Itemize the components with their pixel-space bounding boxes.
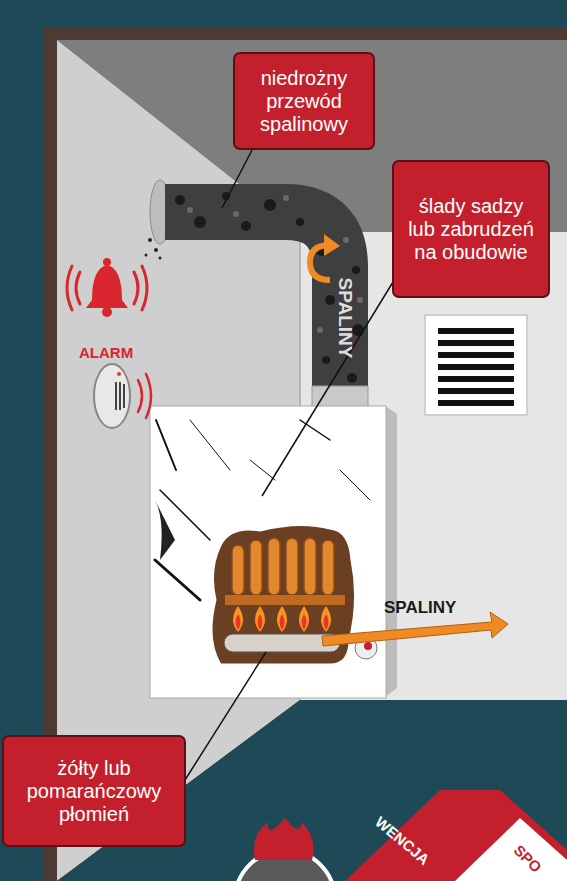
alarm-bell bbox=[86, 265, 128, 308]
alarm-waves bbox=[67, 266, 147, 310]
detector-waves bbox=[138, 374, 151, 418]
bell-clapper bbox=[102, 307, 112, 317]
callout-box: niedrożny przewód spalinowy bbox=[233, 52, 375, 150]
flow-arrow-head bbox=[324, 234, 340, 256]
flow-label: SPALINY bbox=[334, 278, 356, 359]
vent-grille bbox=[425, 315, 527, 415]
callout-text: ślady sadzy lub zabrudzeń na obudowie bbox=[404, 195, 538, 264]
callout-box: ślady sadzy lub zabrudzeń na obudowie bbox=[392, 160, 550, 298]
soot-patch bbox=[155, 500, 175, 560]
exchanger-base bbox=[225, 595, 345, 605]
boiler-casing bbox=[150, 406, 386, 698]
callout-content: niedrożny przewód spalinowy bbox=[245, 67, 363, 136]
leader-lines bbox=[185, 150, 393, 780]
callout-box: żółty lub pomarańczowy płomień bbox=[2, 735, 186, 847]
callout-text: niedrożny przewód spalinowy bbox=[245, 67, 363, 136]
flames bbox=[233, 606, 331, 632]
soot-texture bbox=[175, 192, 364, 383]
logo-banner-red bbox=[345, 790, 567, 881]
detector-led bbox=[117, 372, 121, 376]
bell-top bbox=[103, 258, 111, 266]
soot-particles bbox=[145, 238, 162, 260]
flue-pipe bbox=[165, 212, 340, 392]
logo-flame bbox=[254, 818, 314, 860]
detector-slots bbox=[116, 382, 124, 410]
exhaust-arrow bbox=[322, 612, 508, 646]
logo-banner-white bbox=[455, 818, 567, 881]
vent-slats bbox=[438, 328, 514, 406]
callout-content: ślady sadzy lub zabrudzeń na obudowie bbox=[404, 195, 538, 264]
callout-text: żółty lub pomarańczowy płomień bbox=[14, 757, 174, 826]
co-detector bbox=[94, 364, 130, 428]
callout-content: żółty lub pomarańczowy płomień bbox=[14, 757, 174, 826]
pipe-socket bbox=[312, 386, 368, 408]
boiler-side bbox=[385, 406, 397, 697]
knob-indicator bbox=[364, 642, 372, 650]
heat-exchanger bbox=[232, 538, 334, 595]
alarm-label: ALARM bbox=[79, 344, 133, 361]
exhaust-label: SPALINY bbox=[384, 598, 456, 618]
